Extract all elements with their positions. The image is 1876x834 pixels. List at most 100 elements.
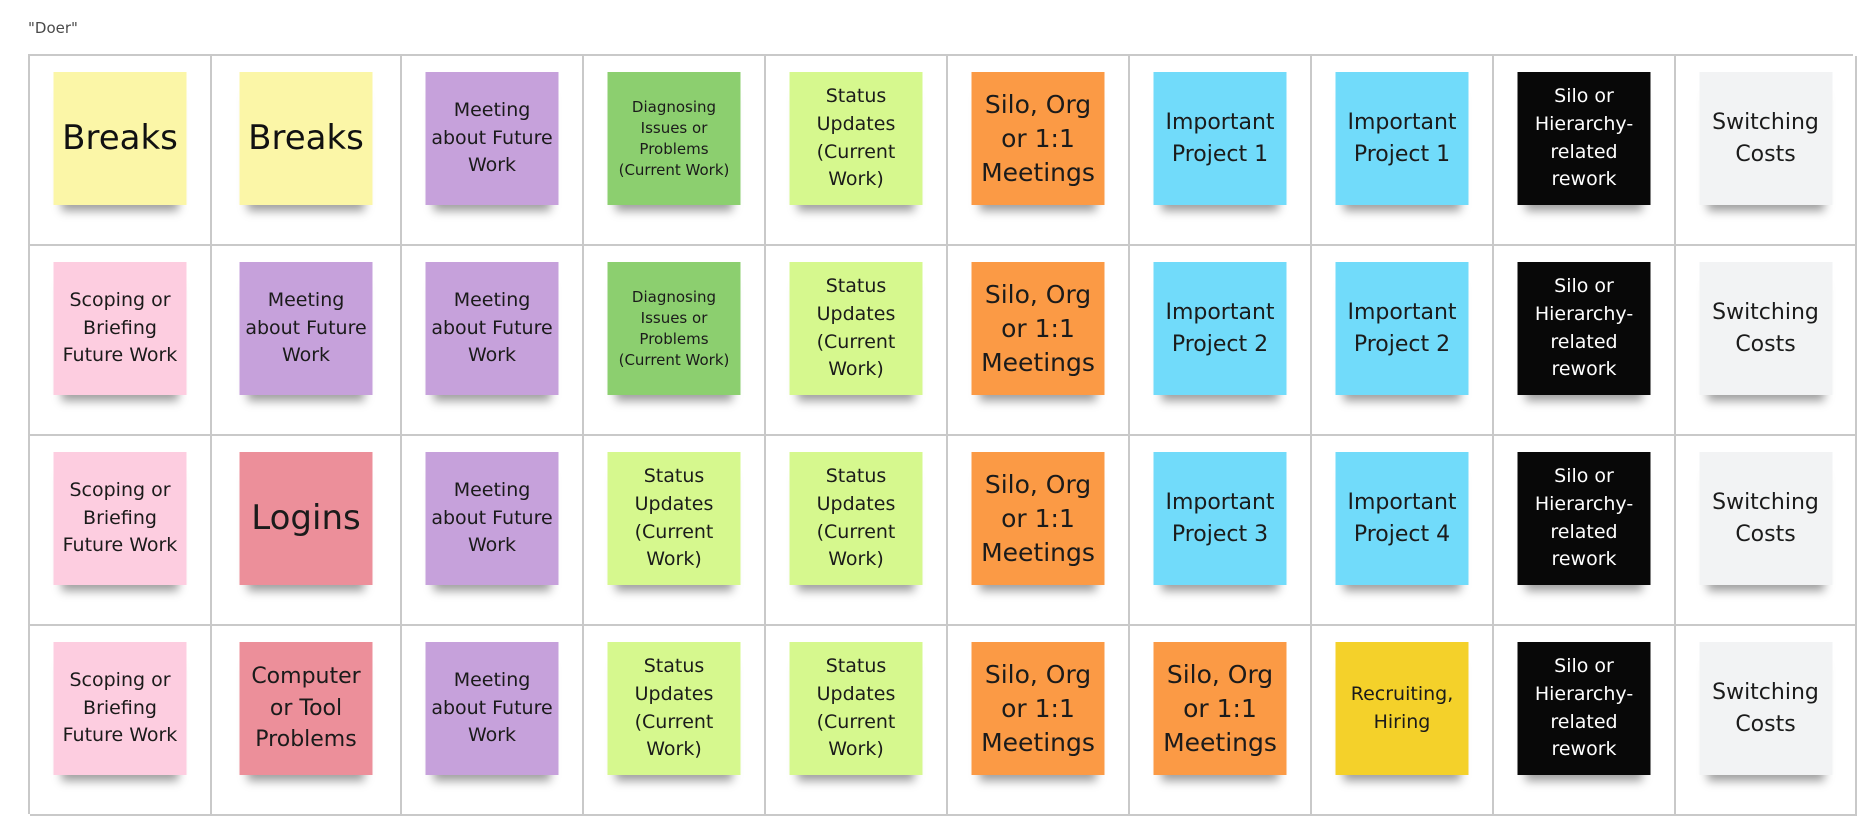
sticky-note[interactable]: Status Updates (Current Work) (789, 72, 923, 205)
sticky-note-text: Silo, Org or 1:1 Meetings (1163, 659, 1277, 757)
sticky-note-text: Silo, Org or 1:1 Meetings (981, 659, 1095, 757)
sticky-note[interactable]: Scoping or Briefing Future Work (53, 262, 187, 395)
grid-cell: Status Updates (Current Work) (584, 436, 766, 626)
grid-cell: Silo, Org or 1:1 Meetings (948, 56, 1130, 246)
sticky-note-text: Scoping or Briefing Future Work (62, 669, 178, 747)
sticky-note-text: Silo, Org or 1:1 Meetings (981, 469, 1095, 567)
sticky-note[interactable]: Silo, Org or 1:1 Meetings (1153, 642, 1287, 775)
sticky-note-text: Important Project 4 (1347, 489, 1457, 547)
sticky-note-text: Status Updates (Current Work) (816, 275, 896, 381)
grid-cell: Switching Costs (1676, 626, 1857, 816)
grid-cell: Silo, Org or 1:1 Meetings (948, 246, 1130, 436)
sticky-note-text: Status Updates (Current Work) (816, 655, 896, 761)
grid-cell: Important Project 3 (1130, 436, 1312, 626)
grid-cell: Meeting about Future Work (402, 436, 584, 626)
sticky-note-text: Status Updates (Current Work) (634, 655, 714, 761)
sticky-note[interactable]: Silo or Hierarchy-related rework (1517, 642, 1651, 775)
grid-cell: Switching Costs (1676, 56, 1857, 246)
sticky-note[interactable]: Status Updates (Current Work) (607, 642, 741, 775)
sticky-note-text: Important Project 1 (1347, 109, 1457, 167)
sticky-note[interactable]: Status Updates (Current Work) (789, 642, 923, 775)
grid-cell: Meeting about Future Work (402, 626, 584, 816)
sticky-note-text: Important Project 2 (1165, 299, 1275, 357)
sticky-note[interactable]: Switching Costs (1699, 262, 1832, 395)
sticky-note-text: Diagnosing Issues or Problems (Current W… (618, 97, 730, 179)
sticky-note[interactable]: Meeting about Future Work (239, 262, 373, 395)
sticky-note[interactable]: Diagnosing Issues or Problems (Current W… (607, 72, 741, 205)
sticky-note-text: Switching Costs (1712, 679, 1819, 737)
sticky-note[interactable]: Important Project 2 (1153, 262, 1287, 395)
grid-cell: Status Updates (Current Work) (766, 56, 948, 246)
sticky-note[interactable]: Silo or Hierarchy-related rework (1517, 452, 1651, 585)
sticky-note[interactable]: Silo, Org or 1:1 Meetings (971, 452, 1105, 585)
grid-cell: Silo or Hierarchy-related rework (1494, 626, 1676, 816)
grid-cell: Scoping or Briefing Future Work (30, 246, 212, 436)
grid-cell: Status Updates (Current Work) (766, 246, 948, 436)
sticky-note[interactable]: Important Project 3 (1153, 452, 1287, 585)
sticky-note-text: Silo or Hierarchy-related rework (1534, 655, 1634, 761)
grid-cell: Important Project 1 (1312, 56, 1494, 246)
sticky-note-text: Switching Costs (1712, 489, 1819, 547)
grid-cell: Scoping or Briefing Future Work (30, 626, 212, 816)
sticky-note-text: Logins (251, 497, 361, 538)
grid-cell: Status Updates (Current Work) (766, 626, 948, 816)
sticky-note-text: Scoping or Briefing Future Work (62, 479, 178, 557)
sticky-note-text: Important Project 2 (1347, 299, 1457, 357)
grid-cell: Silo or Hierarchy-related rework (1494, 246, 1676, 436)
sticky-note[interactable]: Silo, Org or 1:1 Meetings (971, 72, 1105, 205)
sticky-note-text: Meeting about Future Work (245, 289, 367, 367)
sticky-note-text: Silo or Hierarchy-related rework (1534, 465, 1634, 571)
sticky-note[interactable]: Scoping or Briefing Future Work (53, 452, 187, 585)
sticky-note[interactable]: Status Updates (Current Work) (789, 452, 923, 585)
grid-cell: Important Project 2 (1312, 246, 1494, 436)
sticky-note-text: Meeting about Future Work (431, 479, 553, 557)
sticky-note-text: Switching Costs (1712, 299, 1819, 357)
grid-cell: Status Updates (Current Work) (766, 436, 948, 626)
grid-cell: Diagnosing Issues or Problems (Current W… (584, 246, 766, 436)
sticky-note[interactable]: Switching Costs (1699, 72, 1832, 205)
sticky-note[interactable]: Switching Costs (1699, 452, 1832, 585)
sticky-note[interactable]: Scoping or Briefing Future Work (53, 642, 187, 775)
sticky-note[interactable]: Silo or Hierarchy-related rework (1517, 72, 1651, 205)
sticky-note[interactable]: Computer or Tool Problems (239, 642, 373, 775)
grid-cell: Status Updates (Current Work) (584, 626, 766, 816)
sticky-note-text: Computer or Tool Problems (251, 663, 361, 753)
sticky-note[interactable]: Important Project 2 (1335, 262, 1469, 395)
grid-cell: Silo or Hierarchy-related rework (1494, 436, 1676, 626)
grid-cell: Breaks (30, 56, 212, 246)
sticky-note[interactable]: Meeting about Future Work (425, 642, 559, 775)
sticky-note[interactable]: Important Project 1 (1153, 72, 1287, 205)
grid-cell: Silo, Org or 1:1 Meetings (948, 626, 1130, 816)
grid-cell: Diagnosing Issues or Problems (Current W… (584, 56, 766, 246)
sticky-note[interactable]: Status Updates (Current Work) (607, 452, 741, 585)
sticky-note[interactable]: Switching Costs (1699, 642, 1832, 775)
sticky-note[interactable]: Important Project 1 (1335, 72, 1469, 205)
sticky-note[interactable]: Silo or Hierarchy-related rework (1517, 262, 1651, 395)
grid-cell: Breaks (212, 56, 402, 246)
sticky-note-text: Status Updates (Current Work) (816, 465, 896, 571)
grid-cell: Important Project 2 (1130, 246, 1312, 436)
grid-cell: Silo, Org or 1:1 Meetings (1130, 626, 1312, 816)
grid-cell: Meeting about Future Work (212, 246, 402, 436)
sticky-note[interactable]: Logins (239, 452, 373, 585)
sticky-note[interactable]: Silo, Org or 1:1 Meetings (971, 262, 1105, 395)
frame-title[interactable]: "Doer" (28, 19, 78, 37)
sticky-note[interactable]: Status Updates (Current Work) (789, 262, 923, 395)
sticky-note[interactable]: Meeting about Future Work (425, 72, 559, 205)
sticky-note[interactable]: Breaks (53, 72, 187, 205)
sticky-note[interactable]: Meeting about Future Work (425, 262, 559, 395)
grid-cell: Important Project 4 (1312, 436, 1494, 626)
sticky-note-text: Breaks (248, 117, 364, 158)
grid-cell: Silo or Hierarchy-related rework (1494, 56, 1676, 246)
sticky-note[interactable]: Silo, Org or 1:1 Meetings (971, 642, 1105, 775)
sticky-note[interactable]: Important Project 4 (1335, 452, 1469, 585)
grid-cell: Logins (212, 436, 402, 626)
sticky-note-text: Scoping or Briefing Future Work (62, 289, 178, 367)
sticky-note-text: Important Project 3 (1165, 489, 1275, 547)
sticky-note[interactable]: Meeting about Future Work (425, 452, 559, 585)
sticky-note[interactable]: Breaks (239, 72, 373, 205)
sticky-note[interactable]: Diagnosing Issues or Problems (Current W… (607, 262, 741, 395)
sticky-note[interactable]: Recruiting, Hiring (1335, 642, 1469, 775)
grid-cell: Meeting about Future Work (402, 246, 584, 436)
